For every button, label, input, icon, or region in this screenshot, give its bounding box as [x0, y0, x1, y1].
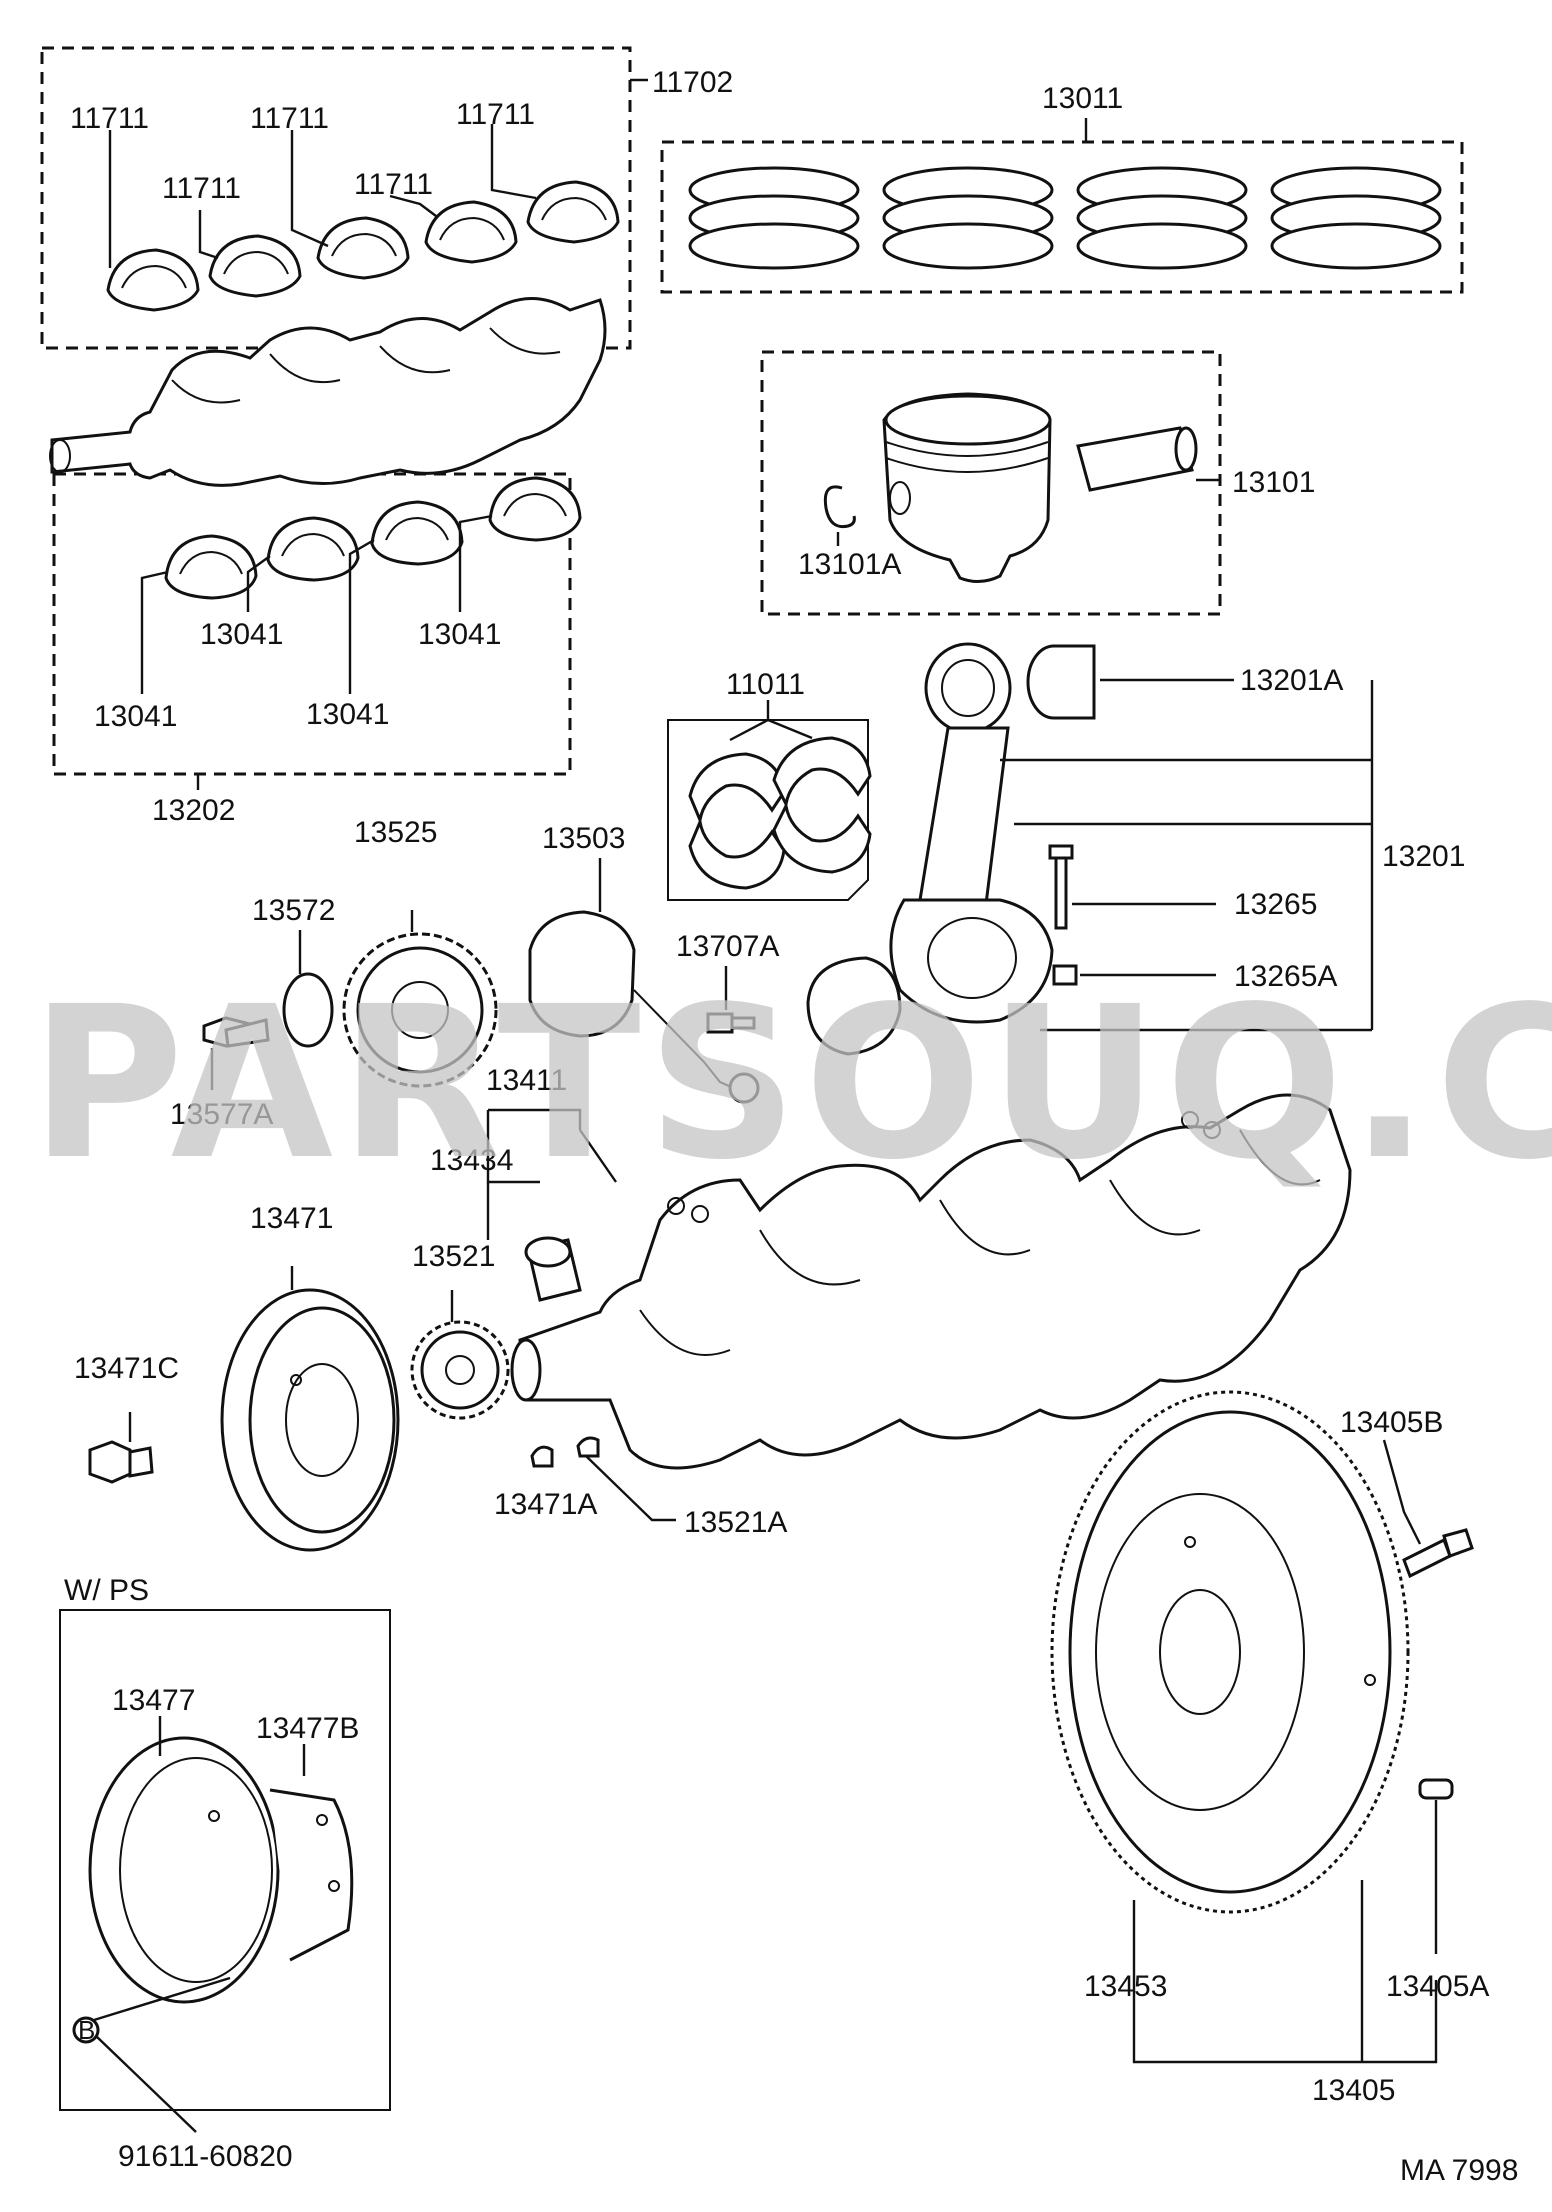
label-13434: 13434	[430, 1144, 513, 1177]
crankshaft-pulley-icon[interactable]	[220, 1288, 400, 1552]
crankshaft-timing-gear-icon[interactable]	[410, 1320, 510, 1420]
snap-ring-icon[interactable]	[823, 485, 856, 529]
flywheel-icon[interactable]	[1050, 1390, 1410, 1914]
woodruff-key-icon[interactable]	[530, 1445, 554, 1468]
bearing-shell-icon[interactable]	[370, 500, 464, 566]
bolt-icon[interactable]	[202, 1016, 270, 1048]
label-13041: 13041	[200, 618, 283, 651]
group-box-13011	[660, 140, 1464, 294]
label-13405b: 13405B	[1340, 1406, 1443, 1439]
label-13503: 13503	[542, 822, 625, 855]
piston-ring-set-icon[interactable]	[1076, 166, 1248, 270]
thrust-washer-icon[interactable]	[772, 736, 872, 874]
label-11702: 11702	[652, 66, 733, 99]
crank-position-sensor-icon[interactable]	[528, 910, 760, 1104]
label-13101a: 13101A	[798, 548, 901, 581]
label-13707a: 13707A	[676, 930, 779, 963]
bearing-shell-icon[interactable]	[488, 476, 582, 542]
label-w-ps: W/ PS	[64, 1574, 149, 1607]
piston-ring-set-icon[interactable]	[688, 166, 860, 270]
rod-bearing-icon[interactable]	[806, 956, 902, 1056]
watermark: PARTSOUQ.COM	[30, 961, 1552, 1206]
label-13471: 13471	[250, 1202, 333, 1235]
dowel-pin-icon[interactable]	[1418, 1778, 1454, 1800]
bearing-shell-icon[interactable]	[316, 216, 410, 280]
group-box-13101	[760, 350, 1222, 616]
group-box-13202	[52, 472, 572, 776]
label-13577a: 13577A	[170, 1098, 273, 1131]
label-13521a: 13521A	[684, 1506, 787, 1539]
power-steering-pulley-icon[interactable]	[88, 1736, 354, 2004]
label-13041: 13041	[94, 700, 177, 733]
rod-nut-icon[interactable]	[1052, 964, 1078, 986]
callout-b-icon: B	[72, 2015, 100, 2045]
timing-gear-bushing-icon[interactable]	[524, 1236, 582, 1302]
group-box-w-ps	[59, 1609, 391, 2111]
label-13201a: 13201A	[1240, 664, 1343, 697]
label-13265: 13265	[1234, 888, 1317, 921]
bearing-shell-icon[interactable]	[526, 180, 620, 244]
label-13201: 13201	[1382, 840, 1465, 873]
label-91611-60820: 91611-60820	[118, 2140, 293, 2173]
bearing-shell-icon[interactable]	[266, 516, 360, 582]
piston-ring-set-icon[interactable]	[1270, 166, 1442, 270]
bearing-shell-icon[interactable]	[208, 234, 302, 298]
piston-ring-set-icon[interactable]	[882, 166, 1054, 270]
label-13471a: 13471A	[494, 1488, 597, 1521]
label-11711: 11711	[456, 98, 535, 131]
label-13453: 13453	[1084, 1970, 1167, 2003]
crankshaft-icon[interactable]	[510, 1093, 1352, 1470]
label-13525: 13525	[354, 816, 437, 849]
pulley-bolt-icon[interactable]	[88, 1440, 154, 1484]
piston-icon[interactable]	[882, 392, 1052, 583]
label-13265a: 13265A	[1234, 960, 1337, 993]
label-13202: 13202	[152, 794, 235, 827]
connecting-rod-icon[interactable]	[889, 642, 1054, 1024]
label-13405: 13405	[1312, 2074, 1395, 2107]
label-11711: 11711	[250, 102, 329, 135]
label-13477: 13477	[112, 1684, 195, 1717]
label-11711: 11711	[354, 168, 433, 201]
drawing-code: MA 7998	[1400, 2154, 1518, 2187]
thrust-washer-icon[interactable]	[688, 752, 786, 890]
bearing-shell-icon[interactable]	[164, 534, 258, 600]
label-13041: 13041	[306, 698, 389, 731]
label-13405a: 13405A	[1386, 1970, 1489, 2003]
label-11711: 11711	[70, 102, 149, 135]
label-13411: 13411	[486, 1064, 567, 1097]
piston-pin-icon[interactable]	[1076, 426, 1198, 492]
thrust-plate-icon[interactable]	[282, 972, 334, 1048]
label-11711: 11711	[162, 172, 241, 205]
callout-b: B	[78, 2015, 95, 2045]
woodruff-key-icon[interactable]	[576, 1436, 600, 1458]
label-13011: 13011	[1042, 82, 1123, 115]
label-13572: 13572	[252, 894, 335, 927]
flywheel-bolt-icon[interactable]	[1402, 1528, 1474, 1579]
bolt-icon[interactable]	[706, 1012, 756, 1034]
label-13041: 13041	[418, 618, 501, 651]
bearing-shell-icon[interactable]	[106, 248, 200, 312]
bearing-shell-icon[interactable]	[424, 200, 518, 264]
oil-pump-drive-gear-icon[interactable]	[342, 932, 498, 1088]
label-13477b: 13477B	[256, 1712, 359, 1745]
label-13521: 13521	[412, 1240, 495, 1273]
rod-bolt-icon[interactable]	[1048, 844, 1074, 930]
label-13471c: 13471C	[74, 1352, 179, 1385]
thrust-washer-group-outline	[667, 719, 869, 901]
crankshaft-upper-icon[interactable]	[49, 297, 607, 487]
label-11011: 11011	[726, 668, 805, 701]
label-13101: 13101	[1232, 466, 1315, 499]
small-end-bushing-icon[interactable]	[1026, 644, 1096, 720]
